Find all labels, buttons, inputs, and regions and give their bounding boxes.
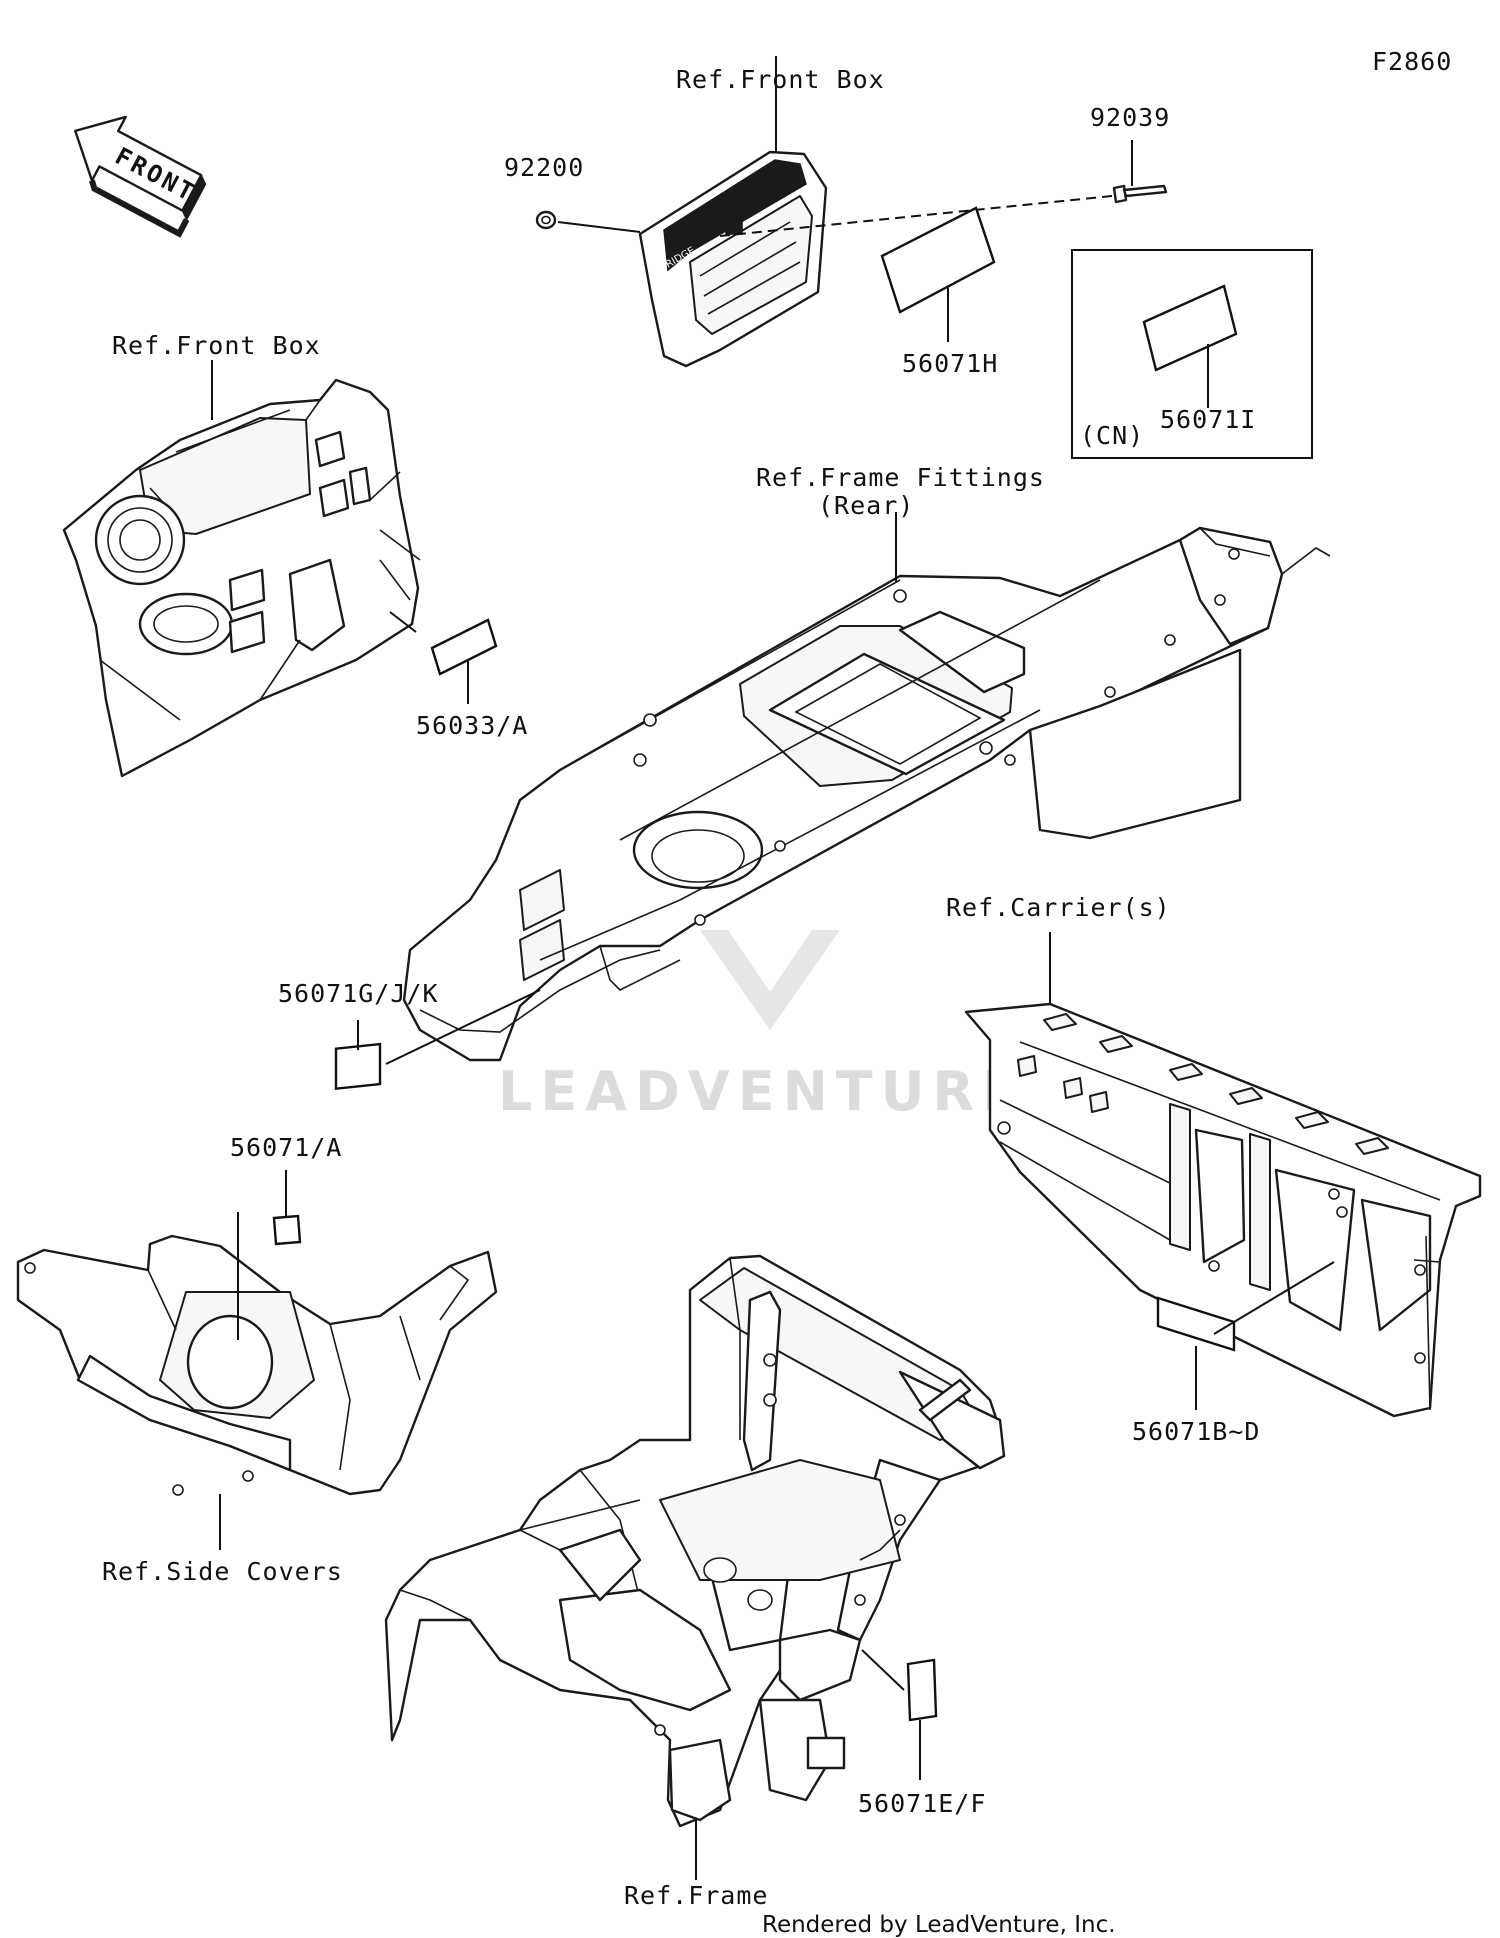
front-box-dashboard-left: [62, 378, 421, 778]
leader-92200: [557, 221, 641, 233]
ref-frame-fittings-label-line2: (Rear): [818, 491, 914, 520]
decal-56071EF-icon: [906, 1658, 938, 1722]
front-box-panel-top: RIDGE: [638, 150, 828, 368]
decal-56071BD-icon: [1156, 1296, 1236, 1352]
leadventure-watermark: LEADVENTURE: [498, 930, 1027, 1123]
watermark-logo-icon: [700, 930, 840, 1030]
rivet-92039-icon: [1112, 184, 1168, 204]
frame-fittings-rear: [402, 526, 1331, 1062]
ref-frame-label[interactable]: Ref.Frame: [624, 1881, 768, 1910]
part-number-56071GJK[interactable]: 56071G/J/K: [278, 979, 439, 1008]
decal-56071A-icon: [272, 1214, 302, 1246]
ref-front-box-left-label[interactable]: Ref.Front Box: [112, 331, 321, 360]
part-number-56033A[interactable]: 56033/A: [416, 711, 528, 740]
leader-92039: [719, 195, 1113, 237]
frame: [384, 1254, 1006, 1828]
render-credit: Rendered by LeadVenture, Inc.: [762, 1912, 1116, 1938]
figure-code: F2860: [1372, 47, 1452, 76]
ref-side-covers-label[interactable]: Ref.Side Covers: [102, 1557, 343, 1586]
part-number-56071BD[interactable]: 56071B~D: [1132, 1417, 1260, 1446]
part-number-56071EF[interactable]: 56071E/F: [858, 1789, 986, 1818]
part-number-56071I[interactable]: 56071I: [1160, 405, 1256, 434]
side-covers: [16, 1234, 498, 1496]
ref-frame-fittings-label-line1[interactable]: Ref.Frame Fittings: [756, 463, 1045, 492]
rear-carrier: [964, 1002, 1482, 1418]
watermark-text: LEADVENTURE: [498, 1060, 1027, 1123]
part-number-56071H[interactable]: 56071H: [902, 349, 998, 378]
decal-56071I-icon: [1142, 284, 1238, 372]
part-number-92039[interactable]: 92039: [1090, 103, 1170, 132]
part-number-92200[interactable]: 92200: [504, 153, 584, 182]
decal-56071H-icon: [880, 206, 996, 314]
nut-92200-icon: [535, 210, 557, 230]
front-arrow-icon: FRONT: [74, 115, 207, 238]
cn-variant-box: [1071, 249, 1313, 459]
ref-carriers-label[interactable]: Ref.Carrier(s): [946, 893, 1171, 922]
decal-56033A-icon: [430, 618, 498, 676]
part-number-56071A[interactable]: 56071/A: [230, 1133, 342, 1162]
variant-tag-cn: (CN): [1080, 421, 1144, 450]
ref-front-box-top-label[interactable]: Ref.Front Box: [676, 65, 885, 94]
decal-56071GJK-icon: [334, 1042, 382, 1091]
